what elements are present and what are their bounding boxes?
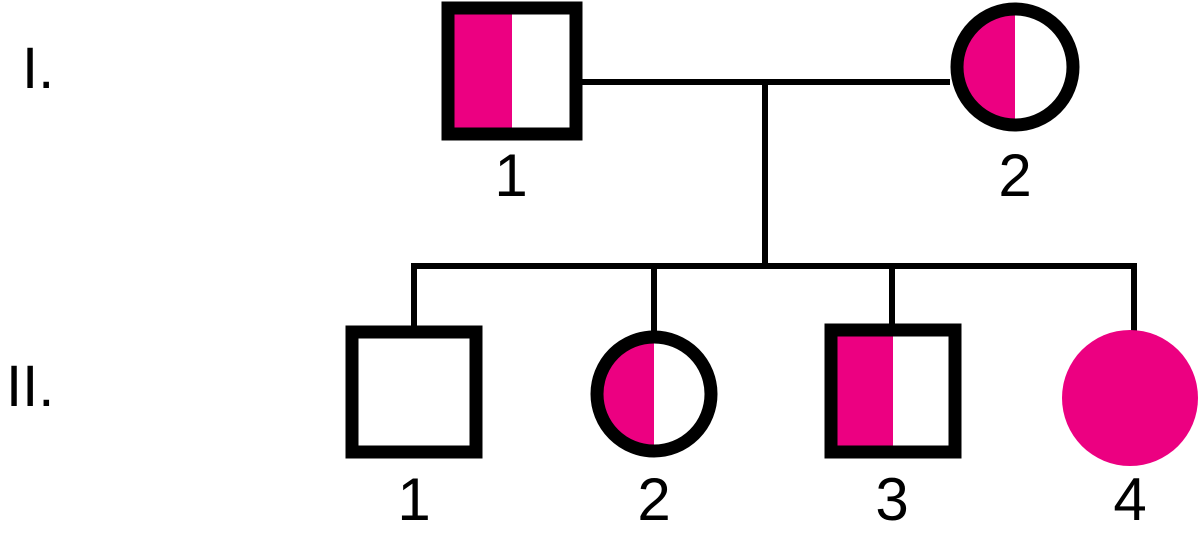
circle-symbol-border xyxy=(590,330,718,458)
circle-symbol-border xyxy=(950,2,1080,132)
individual-number-ii-1: 1 xyxy=(397,466,431,533)
individual-symbol-i-1[interactable] xyxy=(441,1,583,141)
circle-symbol-fully-affected xyxy=(1062,330,1198,466)
individual-number-ii-3: 3 xyxy=(875,466,909,533)
square-symbol-unfilled xyxy=(352,332,476,452)
connection-lines xyxy=(411,79,1137,340)
square-symbol-border xyxy=(441,1,583,141)
generation-label-i: I. xyxy=(22,36,55,101)
individual-symbol-ii-4[interactable] xyxy=(1062,330,1198,466)
individual-symbol-ii-3[interactable] xyxy=(824,323,962,459)
square-symbol-affected-half xyxy=(448,8,512,134)
individual-number-i-1: 1 xyxy=(494,142,528,209)
square-symbol-border xyxy=(824,323,962,459)
individual-number-ii-2: 2 xyxy=(637,466,671,533)
individual-number-i-2: 2 xyxy=(998,142,1032,209)
square-symbol-affected-half xyxy=(831,330,893,452)
individual-symbol-i-2[interactable] xyxy=(950,2,1080,132)
generation-label-ii: II. xyxy=(6,354,55,419)
square-symbol-border xyxy=(345,325,483,459)
individual-number-ii-4: 4 xyxy=(1113,466,1147,533)
individual-symbol-ii-2[interactable] xyxy=(590,330,718,458)
individual-symbol-ii-1[interactable] xyxy=(345,325,483,459)
